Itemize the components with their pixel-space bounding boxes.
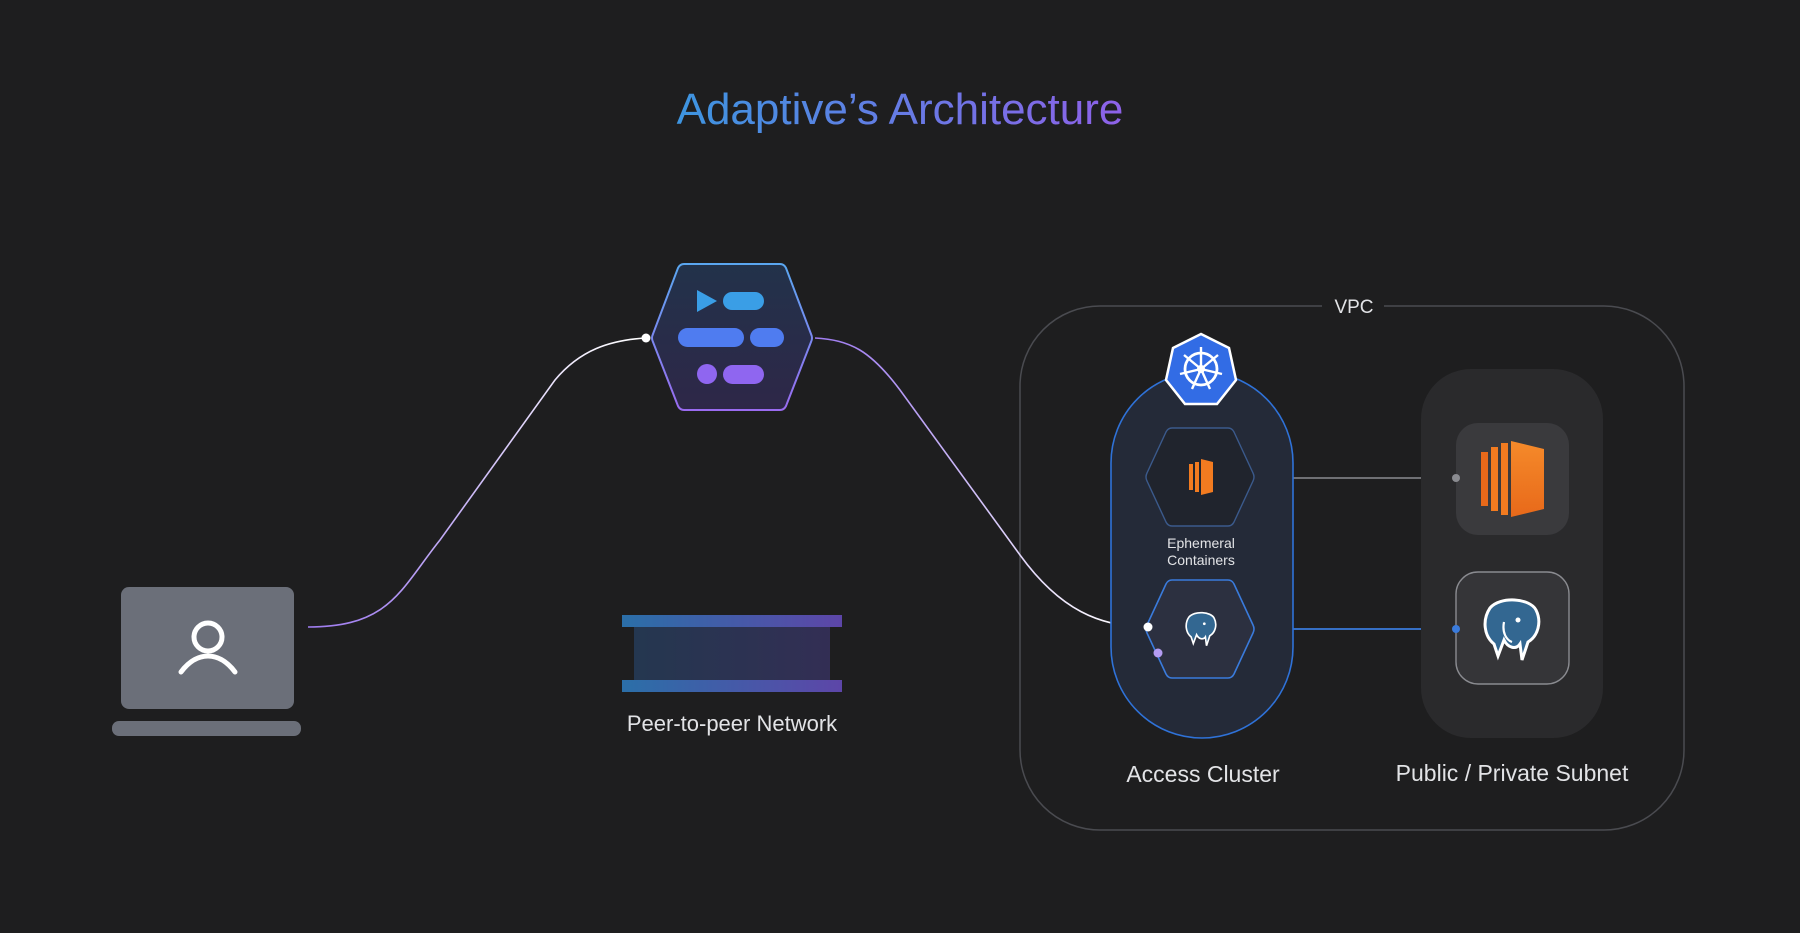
network-top-bar	[622, 615, 842, 627]
aws-ec2-icon	[1481, 441, 1544, 517]
adaptive-logo-icon	[678, 290, 784, 384]
kubernetes-icon	[1164, 332, 1238, 406]
network-label: Peer-to-peer Network	[627, 711, 838, 736]
ec2-line-endpoint	[1452, 474, 1460, 482]
network-bottom-bar	[622, 680, 842, 692]
peer-to-peer-network: Peer-to-peer Network	[622, 615, 842, 736]
ephemeral-label-line2: Containers	[1167, 552, 1235, 568]
page-title: Adaptive’s Architecture	[677, 85, 1124, 134]
adaptive-hexagon	[651, 263, 813, 411]
adaptive-curve-endpoint	[641, 333, 651, 343]
ephemeral-postgres-container	[1145, 579, 1255, 679]
ephemeral-label-line1: Ephemeral	[1167, 535, 1235, 551]
postgres-icon	[1483, 598, 1541, 661]
vpc-label: VPC	[1334, 297, 1373, 318]
network-body	[634, 625, 830, 683]
laptop-to-adaptive-curve	[307, 337, 647, 628]
postgres-icon	[1185, 611, 1217, 646]
postgres-curve-endpoint	[1143, 622, 1153, 632]
subnet-label: Public / Private Subnet	[1396, 760, 1629, 786]
aws-ec2-icon	[1189, 459, 1213, 495]
user-laptop	[112, 587, 301, 736]
user-icon	[178, 620, 238, 675]
access-cluster: Ephemeral Containers Access Cluster	[641, 332, 1294, 787]
access-cluster-label: Access Cluster	[1126, 761, 1280, 787]
laptop-screen	[121, 587, 294, 709]
straight-line-endpoint	[1153, 648, 1163, 658]
laptop-base	[112, 721, 301, 736]
subnet: Public / Private Subnet	[1396, 369, 1629, 786]
vpc-label-gap	[1322, 296, 1384, 318]
adaptive-to-postgres-curve	[814, 337, 1149, 628]
postgres-line-endpoint	[1452, 625, 1460, 633]
ephemeral-ec2-container	[1145, 427, 1255, 527]
vpc-group: VPC	[1019, 296, 1685, 831]
